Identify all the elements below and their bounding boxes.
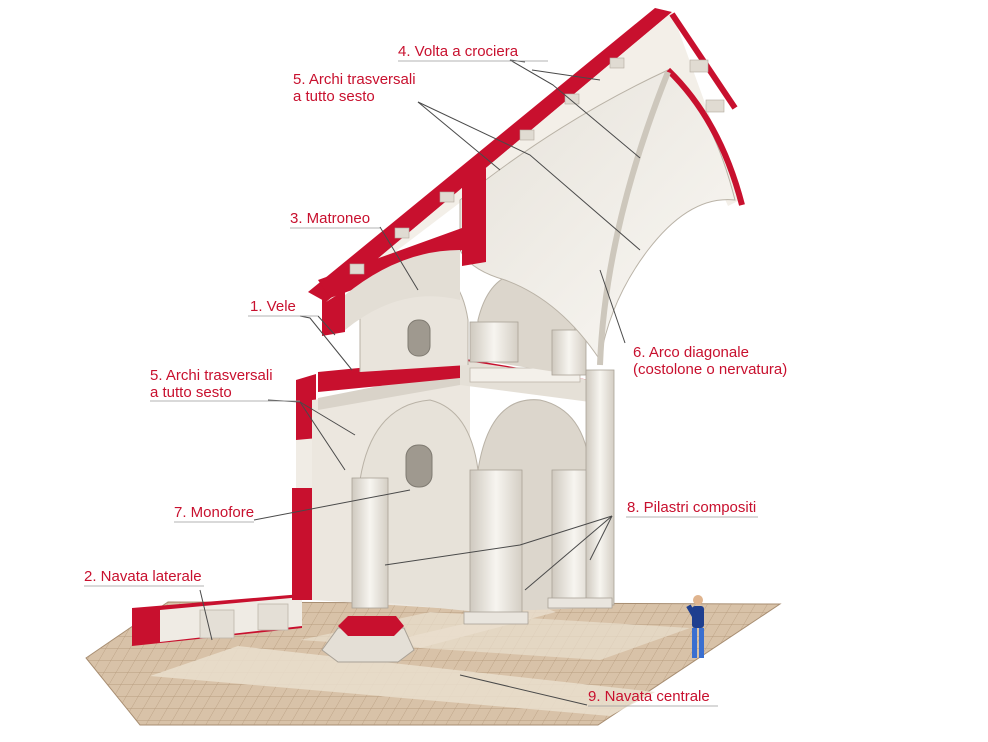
label-navata-centrale: 9. Navata centrale — [588, 688, 710, 705]
labels: 4. Volta a crociera 5. Archi trasversali… — [84, 43, 787, 705]
label-archi-trasversali-bottom-line2: a tutto sesto — [150, 384, 232, 401]
label-archi-trasversali-top-line2: a tutto sesto — [293, 88, 375, 105]
label-arco-diagonale-line1: 6. Arco diagonale — [633, 344, 749, 361]
label-matroneo: 3. Matroneo — [290, 210, 370, 227]
roof-and-vault — [308, 8, 745, 366]
label-monofore: 7. Monofore — [174, 504, 254, 521]
pillar-stub — [321, 616, 415, 663]
standing-person-icon — [686, 595, 704, 658]
label-arco-diagonale-line2: (costolone o nervatura) — [633, 361, 787, 378]
label-vele: 1. Vele — [250, 298, 296, 315]
label-archi-trasversali-bottom-line1: 5. Archi trasversali — [150, 367, 273, 384]
label-pilastri-compositi: 8. Pilastri compositi — [627, 499, 756, 516]
composite-pillars — [351, 321, 615, 625]
label-volta-a-crociera: 4. Volta a crociera — [398, 43, 519, 60]
label-archi-trasversali-top-line1: 5. Archi trasversali — [293, 71, 416, 88]
label-navata-laterale: 2. Navata laterale — [84, 568, 202, 585]
leader-lines — [84, 59, 758, 707]
side-aisle-wall — [132, 594, 302, 646]
